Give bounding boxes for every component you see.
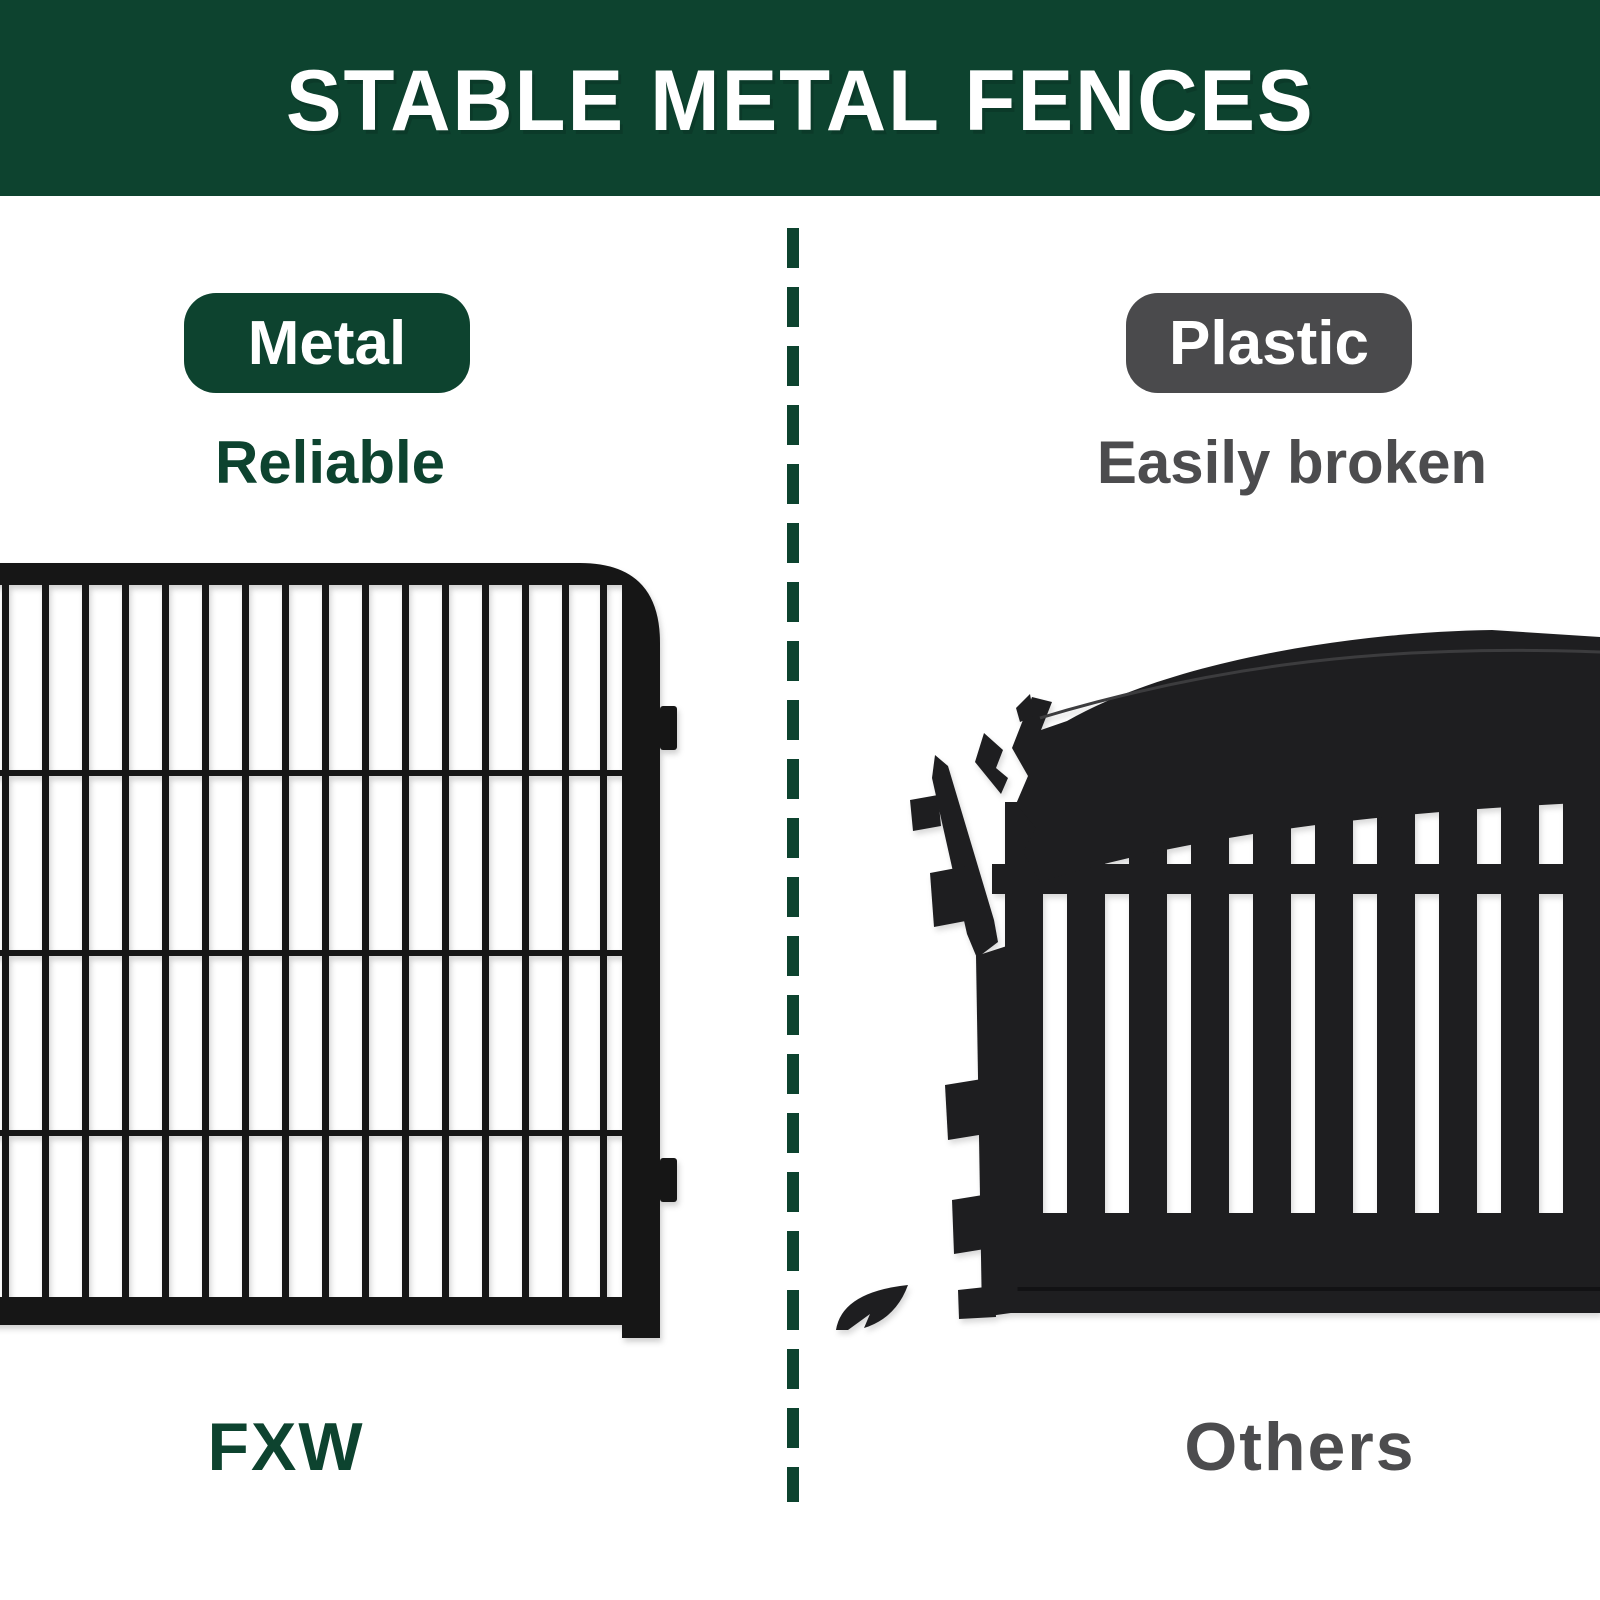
- divider-dashed-line: [787, 228, 799, 1502]
- plastic-tagline: Easily broken: [1096, 429, 1488, 496]
- brand-banner: STABLE METAL FENCES: [0, 0, 1600, 196]
- metal-badge: Metal: [184, 293, 470, 393]
- competitor-name-others: Others: [1184, 1409, 1416, 1485]
- broken-plastic-fence-icon: [836, 630, 1600, 1330]
- plastic-badge-label: Plastic: [1169, 308, 1369, 378]
- broken-plastic-fence-image: [820, 590, 1600, 1335]
- metal-badge-label: Metal: [247, 308, 407, 378]
- brand-name-fxw: FXW: [207, 1409, 365, 1485]
- metal-fence-image: [0, 555, 700, 1345]
- metal-fence-icon: [0, 563, 677, 1338]
- metal-tagline: Reliable: [214, 429, 446, 496]
- plastic-badge: Plastic: [1126, 293, 1412, 393]
- banner-title: STABLE METAL FENCES: [285, 52, 1315, 149]
